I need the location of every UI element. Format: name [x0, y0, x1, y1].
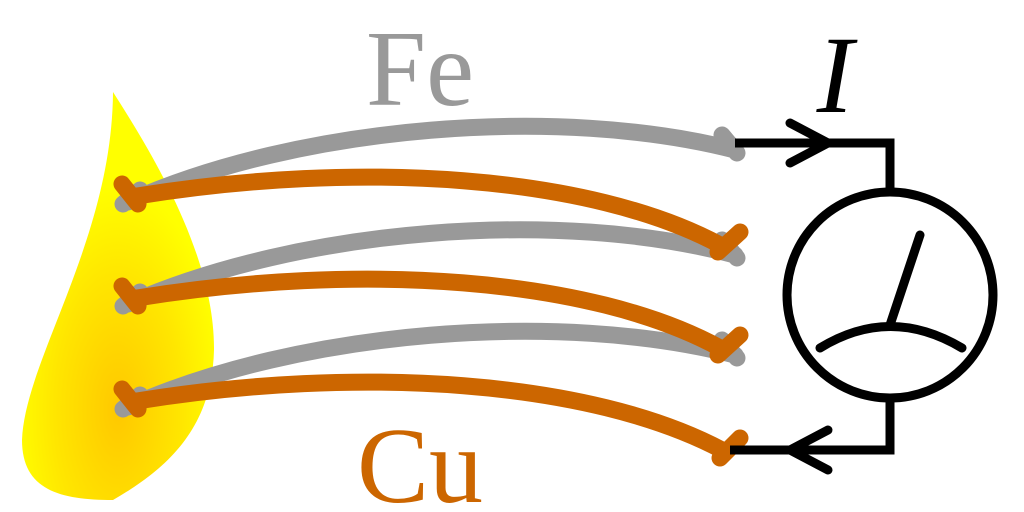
iron-wire-2 — [119, 221, 744, 313]
circuit-top-wire — [735, 138, 895, 192]
copper-end-1 — [709, 223, 749, 261]
copper-wire-1 — [128, 168, 729, 254]
arrow-left-icon — [780, 425, 833, 475]
wires — [113, 117, 749, 467]
iron-wire-3 — [119, 322, 744, 416]
copper-end-2 — [709, 326, 749, 364]
iron-wire-1 — [119, 117, 744, 211]
copper-wire-2 — [128, 270, 729, 357]
circuit — [730, 118, 998, 475]
copper-junction-3 — [113, 380, 147, 418]
iron-end-1 — [713, 126, 746, 162]
iron-label: Fe — [366, 10, 474, 129]
arrow-right-icon — [785, 118, 838, 168]
copper-wire-3 — [128, 373, 731, 459]
current-label: I — [816, 14, 858, 136]
copper-junction-1 — [113, 175, 147, 213]
copper-label: Cu — [357, 407, 483, 512]
ammeter-icon — [782, 187, 998, 403]
copper-junction-2 — [113, 277, 147, 315]
